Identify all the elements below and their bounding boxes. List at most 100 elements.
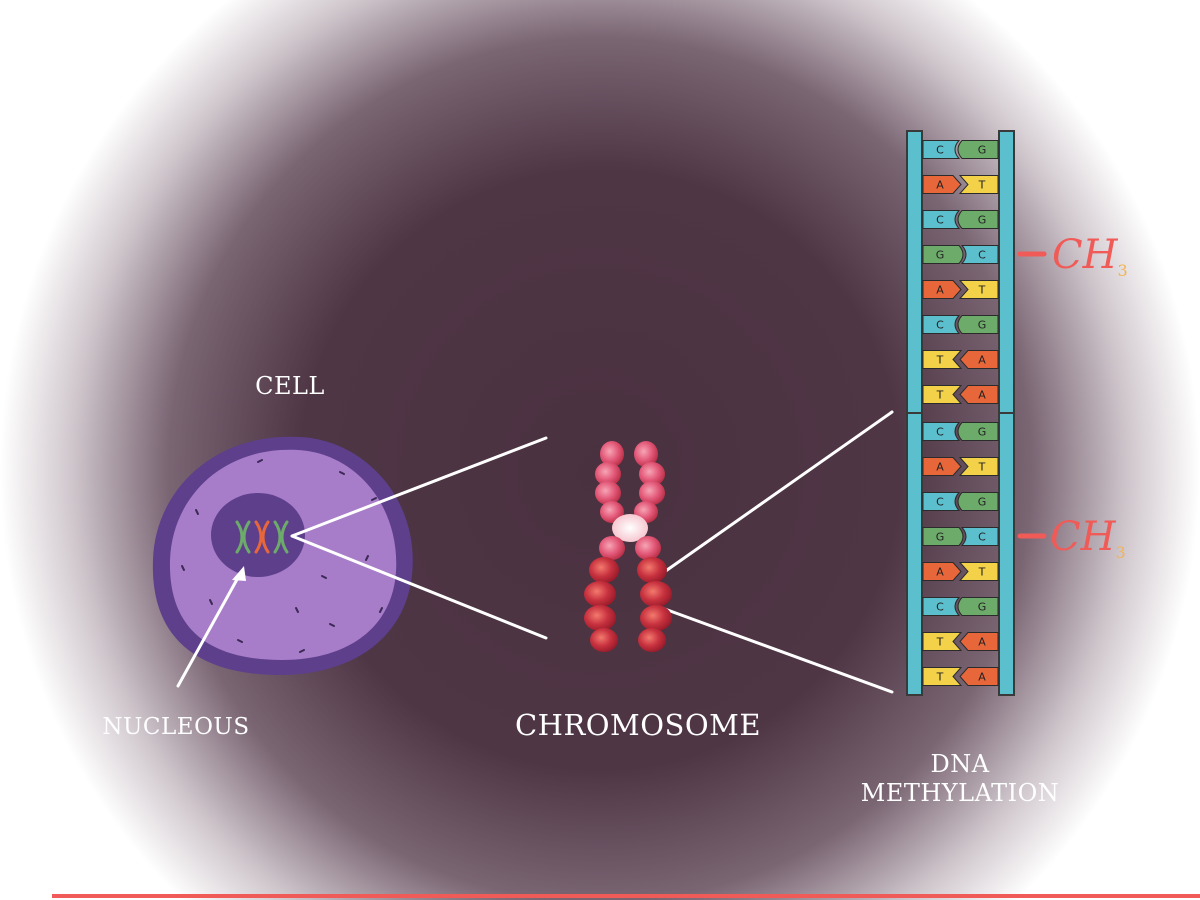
base-right-T — [958, 562, 999, 581]
bottom-accent-line — [52, 894, 1200, 898]
base-letter: G — [978, 426, 987, 439]
base-left-G — [922, 527, 964, 546]
cell-speckles — [181, 459, 383, 653]
base-left-C — [922, 492, 961, 511]
base-right-T — [958, 457, 999, 476]
dna-methylation-label: DNA METHYLATION — [820, 750, 1100, 808]
methyl-group-1-main: CH — [1052, 232, 1118, 278]
base-left-C — [922, 315, 961, 334]
base-right-T — [958, 280, 999, 299]
nucleus-chromosomes — [235, 520, 289, 554]
base-letter: C — [936, 319, 944, 332]
base-left-A — [922, 175, 962, 194]
base-letter: A — [978, 636, 986, 649]
nucleus — [211, 493, 305, 577]
base-letter: T — [936, 636, 944, 649]
dna-backbone-right — [1000, 132, 1013, 412]
base-letter: G — [978, 496, 987, 509]
base-right-A — [959, 667, 999, 686]
zoom-line-chromosome-bottom — [660, 606, 894, 694]
base-left-G — [922, 245, 964, 264]
base-left-A — [922, 457, 962, 476]
connector-lines — [176, 410, 894, 694]
base-letter: A — [936, 284, 944, 297]
dna-label-line-1: DNA — [930, 750, 990, 778]
methyl-group-2-main: CH — [1050, 514, 1116, 560]
base-letter: A — [978, 671, 986, 684]
base-right-G — [957, 597, 999, 616]
base-left-C — [922, 210, 961, 229]
zoom-line-chromosome-top — [648, 410, 894, 584]
nucleus-label: NUCLEOUS — [102, 714, 250, 740]
base-left-A — [922, 280, 962, 299]
chromosome-upper-left-arm — [595, 441, 624, 523]
base-letter: G — [978, 319, 987, 332]
base-left-T — [922, 667, 963, 686]
base-letter: G — [978, 214, 987, 227]
base-letter: G — [978, 601, 987, 614]
base-letter: T — [978, 461, 986, 474]
base-letter: A — [936, 179, 944, 192]
zoom-line-cell-bottom — [290, 534, 548, 640]
chromosome-lower-right-arm — [635, 536, 672, 652]
zoom-line-cell-top — [290, 436, 548, 538]
base-right-G — [957, 492, 999, 511]
base-left-T — [922, 350, 963, 369]
chromosome — [584, 441, 672, 652]
centromere — [612, 514, 648, 542]
base-letter: T — [936, 354, 944, 367]
base-left-C — [922, 422, 961, 441]
base-letter: C — [978, 531, 986, 544]
dna-backbone-left — [908, 132, 921, 412]
base-letter: A — [936, 566, 944, 579]
base-letter: T — [936, 671, 944, 684]
arrow-head — [232, 566, 246, 581]
dna-backbone-left — [908, 414, 921, 694]
base-letter: T — [936, 389, 944, 402]
base-letter: A — [978, 389, 986, 402]
cell-label: CELL — [255, 372, 325, 400]
dna-label-line-2: METHYLATION — [860, 779, 1060, 807]
base-letter: T — [978, 179, 986, 192]
base-right-G — [957, 140, 999, 159]
chromosome-upper-right-arm — [634, 441, 665, 523]
base-letter: G — [936, 531, 945, 544]
methyl-group-2-subscript: 3 — [1115, 543, 1126, 562]
base-letter: C — [936, 144, 944, 157]
base-right-G — [957, 315, 999, 334]
dna-backbone-right — [1000, 414, 1013, 694]
base-letter: C — [936, 496, 944, 509]
base-right-A — [959, 632, 999, 651]
base-letter: C — [936, 601, 944, 614]
base-right-C — [960, 527, 999, 546]
base-letter: T — [978, 566, 986, 579]
base-letter: A — [978, 354, 986, 367]
base-letter: G — [936, 249, 945, 262]
base-letter: G — [978, 144, 987, 157]
methyl-group-1: CH3 — [1052, 235, 1128, 291]
methyl-group-2: CH3 — [1050, 517, 1126, 573]
base-right-G — [957, 422, 999, 441]
chromosome-lower-left-arm — [584, 536, 625, 652]
nucleus-pointer-arrow — [176, 572, 242, 688]
chromosome-label: CHROMOSOME — [514, 708, 762, 742]
base-left-C — [922, 140, 961, 159]
